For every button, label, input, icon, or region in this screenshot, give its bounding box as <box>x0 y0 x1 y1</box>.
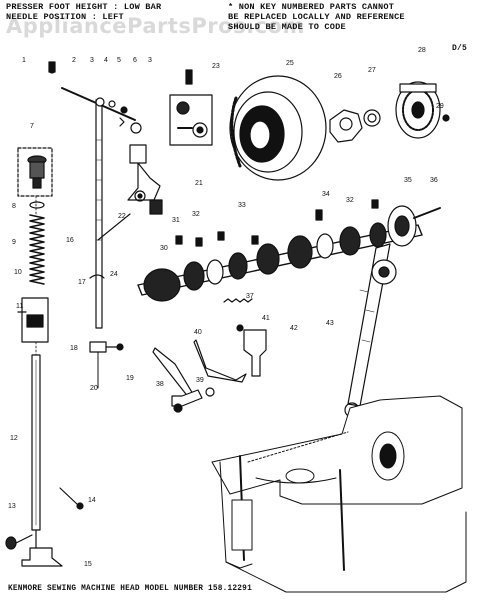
callout-43: 43 <box>326 320 334 327</box>
callout-23: 23 <box>212 63 220 70</box>
footer-model-number: KENMORE SEWING MACHINE HEAD MODEL NUMBER… <box>8 585 252 593</box>
callout-19: 19 <box>126 375 134 382</box>
presser-bar-assembly <box>5 147 84 567</box>
callout-36: 36 <box>430 177 438 184</box>
callout-32: 32 <box>192 211 200 218</box>
callout-6: 6 <box>133 57 137 64</box>
callout-18: 18 <box>70 345 78 352</box>
callout-4: 4 <box>104 57 108 64</box>
callout-25: 25 <box>286 60 294 67</box>
callout-42: 42 <box>290 325 298 332</box>
callout-1: 1 <box>22 57 26 64</box>
clutch-assembly <box>329 81 450 143</box>
header-presser-height: PRESSER FOOT HEIGHT : LOW BAR <box>6 2 162 12</box>
callout-16: 16 <box>66 237 74 244</box>
header-needle-position: NEEDLE POSITION : LEFT <box>6 12 124 22</box>
callout-30: 30 <box>160 245 168 252</box>
callout-24: 24 <box>110 271 118 278</box>
callout-40: 40 <box>194 329 202 336</box>
handwheel <box>229 75 327 181</box>
callout-3: 3 <box>148 57 152 64</box>
callout-2: 2 <box>72 57 76 64</box>
crank-assembly <box>169 69 213 146</box>
callout-33: 33 <box>238 202 246 209</box>
connecting-rod <box>344 243 397 418</box>
header-note-line2: BE REPLACED LOCALLY AND REFERENCE <box>228 12 405 22</box>
callout-3: 3 <box>90 57 94 64</box>
callout-26: 26 <box>334 73 342 80</box>
callout-10: 10 <box>14 269 22 276</box>
callout-28: 28 <box>418 47 426 54</box>
header-note-line3: SHOULD BE MADE TO CODE <box>228 22 346 32</box>
callout-5: 5 <box>117 57 121 64</box>
callout-22: 22 <box>118 213 126 220</box>
callout-29: 29 <box>436 103 444 110</box>
arm-shaft <box>137 199 441 303</box>
callout-14: 14 <box>88 497 96 504</box>
callout-17: 17 <box>78 279 86 286</box>
take-up-lever-assembly <box>97 144 163 241</box>
callout-8: 8 <box>12 203 16 210</box>
header-note-line1: * NON KEY NUMBERED PARTS CANNOT <box>228 2 395 12</box>
callout-39: 39 <box>196 377 204 384</box>
callout-12: 12 <box>10 435 18 442</box>
needle-bar-assembly <box>48 61 142 389</box>
callout-20: 20 <box>90 385 98 392</box>
callout-21: 21 <box>195 180 203 187</box>
callout-15: 15 <box>84 561 92 568</box>
callout-35: 35 <box>404 177 412 184</box>
callout-27: 27 <box>368 67 376 74</box>
callout-11: 11 <box>16 303 23 310</box>
feed-links <box>152 324 267 413</box>
sheet-code: D/5 <box>452 44 468 53</box>
callout-7: 7 <box>30 123 34 130</box>
callout-31: 31 <box>172 217 180 224</box>
callout-41: 41 <box>262 315 270 322</box>
callout-32: 32 <box>346 197 354 204</box>
callout-38: 38 <box>156 381 164 388</box>
callout-37: 37 <box>246 293 254 300</box>
callout-34: 34 <box>322 191 330 198</box>
machine-head-outline <box>211 395 467 593</box>
callout-13: 13 <box>8 503 16 510</box>
callout-9: 9 <box>12 239 16 246</box>
